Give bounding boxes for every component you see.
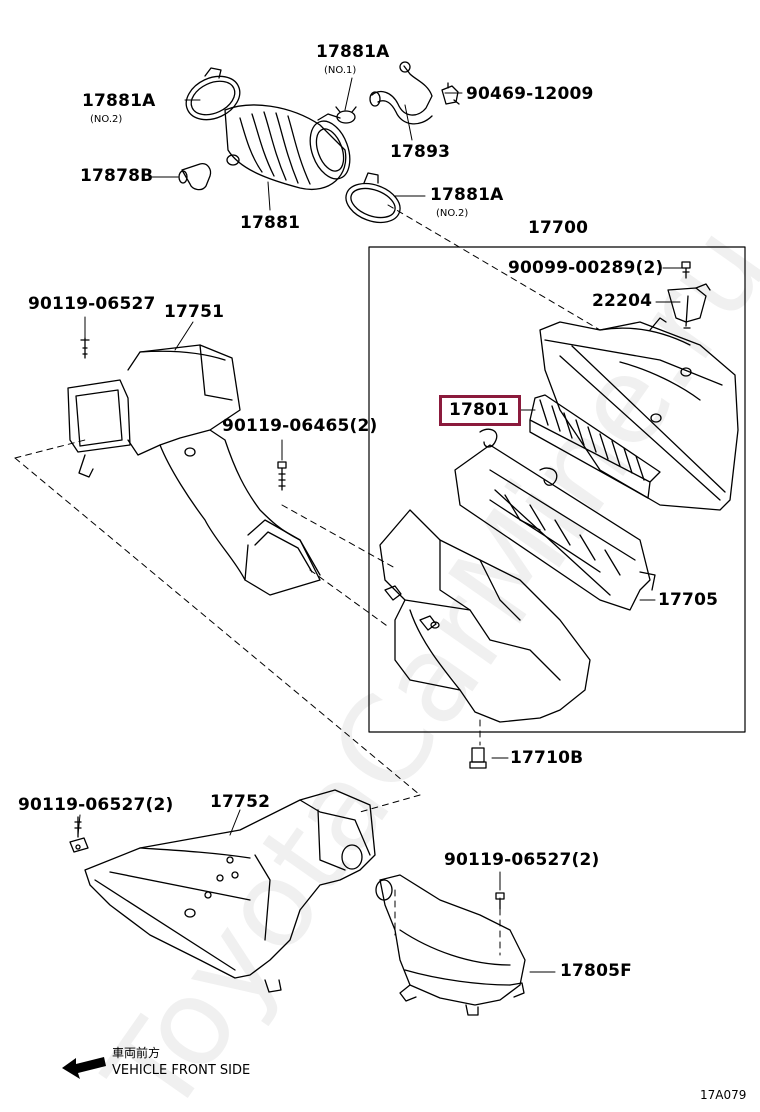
label-17881A-no2-right[interactable]: 17881A: [430, 185, 504, 205]
bolt-90119-06465: [277, 461, 287, 491]
label-17710B[interactable]: 17710B: [510, 748, 584, 768]
label-17805F[interactable]: 17805F: [560, 961, 632, 981]
vehicle-front-arrow: [62, 1057, 106, 1079]
sensor-22204: [667, 283, 711, 329]
resonator-17805F: [375, 874, 526, 1016]
clamp-17881A-no1: [335, 106, 357, 124]
label-90119-06465[interactable]: 90119-06465(2): [222, 416, 378, 436]
screw-90099-00289: [681, 261, 691, 279]
label-17881[interactable]: 17881: [240, 213, 301, 233]
filter-frame-17705: [454, 428, 656, 611]
label-17893[interactable]: 17893: [390, 142, 451, 162]
hose-17881: [185, 67, 351, 190]
case-upper-17700: [539, 317, 739, 511]
duct-17752: [69, 789, 376, 993]
label-22204[interactable]: 22204: [592, 291, 653, 311]
clip-90469-12009: [441, 82, 460, 105]
label-17878B[interactable]: 17878B: [80, 166, 154, 186]
leader-lines: [77, 77, 683, 973]
label-17752[interactable]: 17752: [210, 792, 271, 812]
label-90469-12009[interactable]: 90469-12009: [466, 84, 594, 104]
diagram-code: 17A079: [700, 1088, 747, 1102]
label-no2-right: (NO.2): [436, 208, 469, 219]
hose-17893: [369, 61, 433, 125]
filter-element-17801: [529, 394, 661, 499]
label-17881A-no1[interactable]: 17881A: [316, 42, 390, 62]
label-no1: (NO.1): [324, 65, 357, 76]
label-17751[interactable]: 17751: [164, 302, 225, 322]
highlight-box-17801: [439, 395, 521, 426]
assembly-17700-frame: [368, 246, 746, 733]
label-17881A-no2-left[interactable]: 17881A: [82, 91, 156, 111]
label-90099-00289[interactable]: 90099-00289(2): [508, 258, 664, 278]
direction-label-en: VEHICLE FRONT SIDE: [112, 1063, 251, 1078]
dashed-guides: [14, 204, 601, 956]
clamp-17881A-no2-right: [345, 172, 401, 224]
label-no2-left: (NO.2): [90, 114, 123, 125]
inlet-duct-17751: [67, 337, 321, 596]
grommet-17710B: [469, 747, 487, 769]
label-17700[interactable]: 17700: [528, 218, 589, 238]
label-17705[interactable]: 17705: [658, 590, 719, 610]
label-17801[interactable]: 17801: [449, 400, 510, 420]
elbow-17878B: [178, 163, 212, 191]
label-90119-06527-right[interactable]: 90119-06527(2): [444, 850, 600, 870]
label-90119-06527-left[interactable]: 90119-06527(2): [18, 795, 174, 815]
direction-label-jp: 車両前方: [112, 1046, 161, 1060]
label-90119-06527-top[interactable]: 90119-06527: [28, 294, 156, 314]
case-lower: [379, 509, 591, 723]
